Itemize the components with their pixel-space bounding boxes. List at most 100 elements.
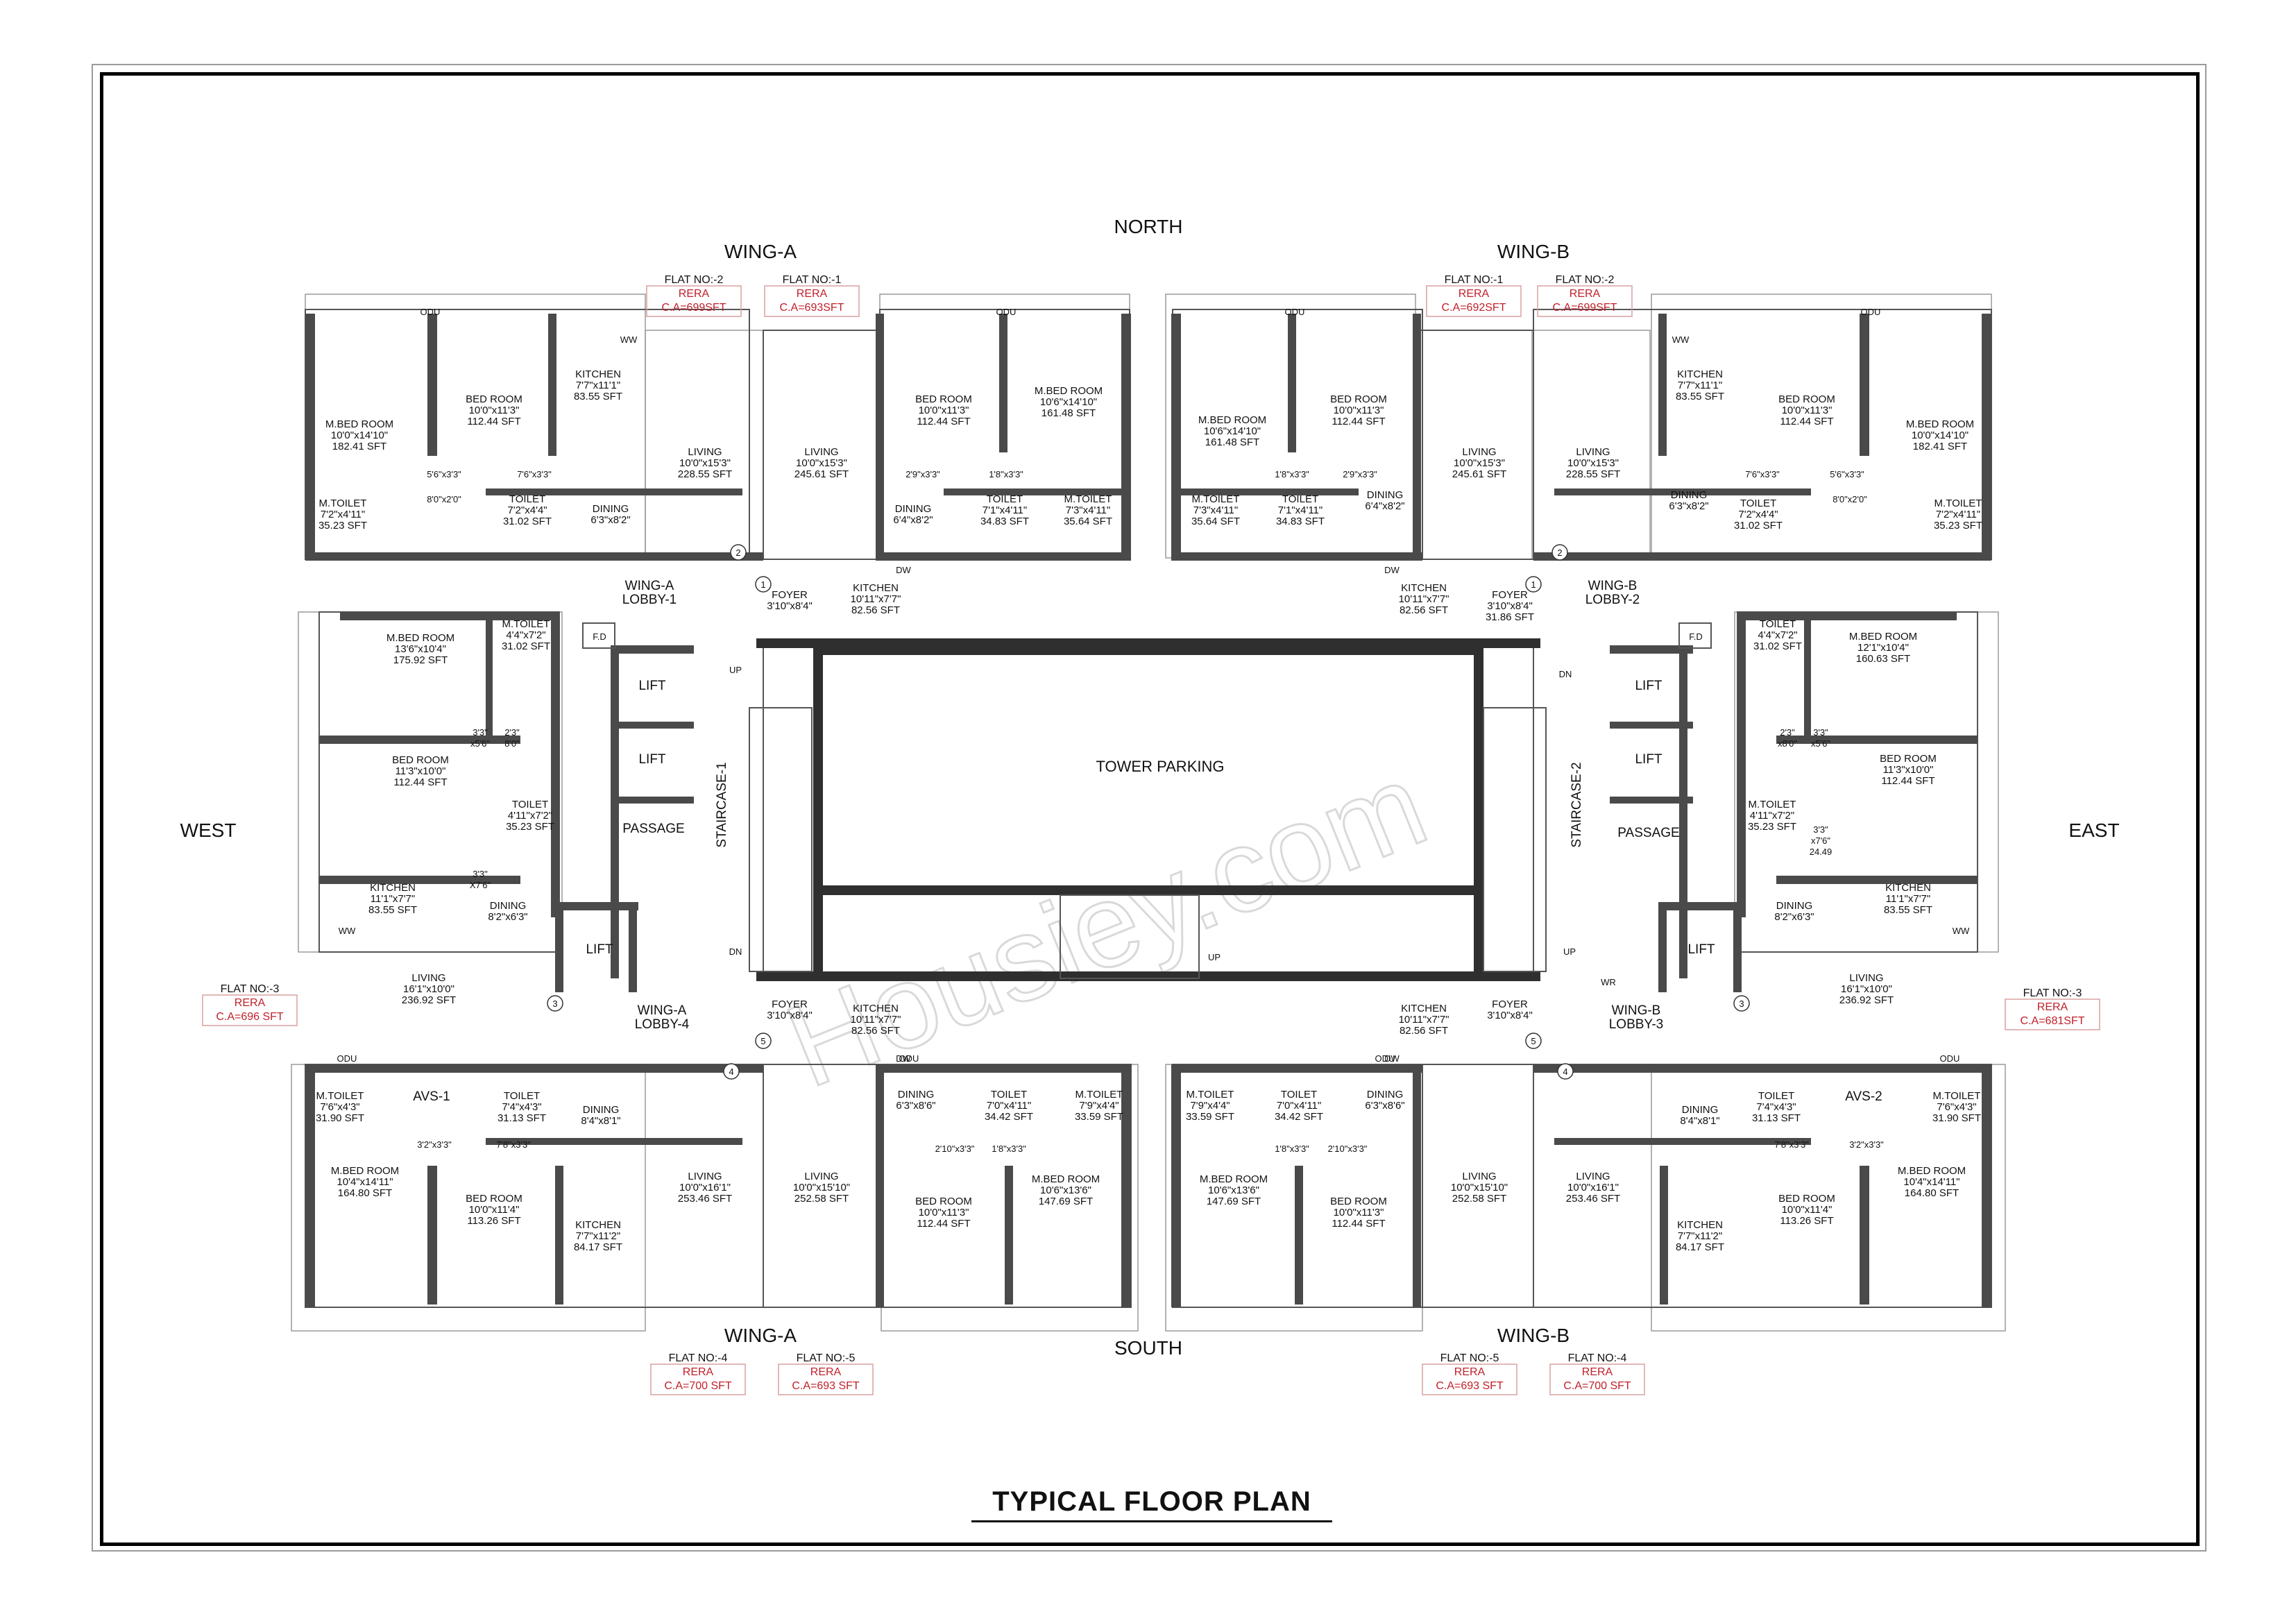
room-label: DINING <box>895 503 932 515</box>
odu-unit-label: ODU <box>1285 307 1305 317</box>
entry-marker-circle <box>1557 1063 1574 1080</box>
room-label: BED ROOM <box>1330 393 1387 405</box>
room-label: BED ROOM <box>1778 1193 1835 1205</box>
room-label: BED ROOM <box>466 393 522 405</box>
dimension-note: x5'6" <box>470 738 490 749</box>
room-label: 10'0"x11'3" <box>1334 405 1384 416</box>
room-label: M.TOILET <box>1749 799 1796 810</box>
rera-label: RERA <box>1582 1366 1613 1378</box>
dishwasher-label: DW <box>1384 1053 1400 1064</box>
room-label: BED ROOM <box>915 393 972 405</box>
room-label: 113.26 SFT <box>1780 1215 1833 1227</box>
drawing-sheet-border <box>92 64 2206 1552</box>
room-label: M.TOILET <box>1187 1089 1234 1101</box>
entry-marker-circle <box>1525 576 1542 593</box>
room-label: FOYER <box>1492 999 1528 1010</box>
room-label: FOYER <box>1492 589 1528 601</box>
room-label: 11'1"x7'7" <box>1886 893 1930 905</box>
dimension-note: 7'6"x3'3" <box>1745 469 1780 479</box>
room-label: 31.02 SFT <box>1753 640 1802 652</box>
room-label: 84.17 SFT <box>574 1241 622 1253</box>
dimension-note: 2'10"x3'3" <box>935 1144 975 1154</box>
room-label: 228.55 SFT <box>678 468 732 480</box>
room-label: BED ROOM <box>1778 393 1835 405</box>
room-label: 33.59 SFT <box>1075 1111 1123 1123</box>
avs-2-label: AVS-2 <box>1845 1089 1882 1104</box>
room-label: M.BED ROOM <box>1898 1165 1966 1177</box>
room-label: 35.64 SFT <box>1191 516 1240 527</box>
room-label: LIVING <box>1576 1171 1610 1182</box>
wing-a-south-flats <box>291 1064 1139 1332</box>
room-label: FOYER <box>772 999 808 1010</box>
carpet-area-label: C.A=693 SFT <box>792 1380 860 1392</box>
entry-marker-circle <box>755 1033 772 1049</box>
room-label: 112.44 SFT <box>917 1218 970 1230</box>
room-label: 10'0"x15'3" <box>1454 457 1505 469</box>
room-label: M.TOILET <box>1064 493 1112 505</box>
lobby-label: LOBBY-2 <box>1585 593 1640 607</box>
dishwasher-label: DW <box>1384 565 1400 575</box>
room-label: 112.44 SFT <box>1332 416 1385 427</box>
dimension-note: 8'0"x2'0" <box>427 494 461 504</box>
room-label: 4'11"x7'2" <box>508 810 552 822</box>
entry-marker-circle <box>1733 995 1750 1012</box>
room-label: 10'0"x15'10" <box>793 1182 850 1193</box>
room-label: KITCHEN <box>1401 1003 1447 1014</box>
room-label: 252.58 SFT <box>794 1193 849 1205</box>
rera-label: RERA <box>2037 1001 2068 1013</box>
room-label: DINING <box>1367 489 1404 501</box>
room-label: 253.46 SFT <box>678 1193 732 1205</box>
dimension-note: 3'2"x3'3" <box>417 1139 452 1150</box>
rera-tag-box <box>1426 285 1522 317</box>
carpet-area-label: C.A=692SFT <box>1442 302 1506 314</box>
room-label: TOILET <box>509 493 545 505</box>
passage-label: PASSAGE <box>1617 826 1679 840</box>
room-label: 147.69 SFT <box>1207 1196 1261 1207</box>
wr-label: WR <box>1601 977 1616 987</box>
north-label: NORTH <box>1114 216 1182 237</box>
odu-unit-label: ODU <box>1375 1053 1395 1064</box>
room-label: 6'3"x8'2" <box>590 514 630 526</box>
room-label: 7'6"x4'3" <box>320 1101 359 1113</box>
rera-tag-box <box>1422 1363 1517 1395</box>
room-label: BED ROOM <box>392 754 449 766</box>
room-label: 7'0"x4'11" <box>987 1100 1031 1112</box>
tower-parking-label: TOWER PARKING <box>1096 758 1225 775</box>
lobby-label: LOBBY-1 <box>622 593 677 607</box>
dimension-note: 8'0" <box>504 738 520 749</box>
dimension-note: 3'3" <box>473 869 488 879</box>
entry-marker-number: 2 <box>1557 547 1562 558</box>
room-label: 82.56 SFT <box>851 1025 900 1037</box>
entry-marker-circle <box>547 995 563 1012</box>
room-label: 7'7"x11'2" <box>1678 1230 1722 1242</box>
room-label: LIVING <box>804 446 838 458</box>
dimension-note: 7'8"x3'3" <box>1774 1139 1809 1150</box>
room-label: 10'6"x13'6" <box>1208 1184 1259 1196</box>
room-label: 112.44 SFT <box>917 416 970 427</box>
dishwasher-label: DW <box>896 565 911 575</box>
lobby-label: LOBBY-3 <box>1609 1017 1664 1032</box>
rera-tag-box <box>202 994 298 1026</box>
staircase-2-label: STAIRCASE-2 <box>1570 762 1584 847</box>
dimension-note: 8'0"x2'0" <box>1832 494 1867 504</box>
core-structure <box>555 622 1742 992</box>
room-label: 10'11"x7'7" <box>1399 593 1449 605</box>
flat-number-label: FLAT NO:-2 <box>665 274 724 286</box>
room-label: TOILET <box>504 1090 540 1102</box>
room-label: 10'0"x11'3" <box>1782 405 1832 416</box>
room-label: 7'4"x4'3" <box>1756 1101 1796 1113</box>
carpet-area-label: C.A=681SFT <box>2021 1015 2085 1027</box>
dimension-note: 1'8"x3'3" <box>1275 1144 1309 1154</box>
east-label: EAST <box>2068 819 2119 841</box>
avs-1-label: AVS-1 <box>413 1089 450 1104</box>
lift-label: LIFT <box>1635 752 1662 767</box>
dimension-note: 2'9"x3'3" <box>905 469 940 479</box>
room-label: 31.86 SFT <box>1486 611 1534 623</box>
room-label: 6'3"x8'6" <box>1365 1100 1404 1112</box>
lift-label: LIFT <box>1687 942 1715 957</box>
carpet-area-label: C.A=700 SFT <box>1563 1380 1631 1392</box>
room-label: 31.13 SFT <box>1752 1112 1801 1124</box>
dimension-note: 2'10"x3'3" <box>1328 1144 1368 1154</box>
room-label: 7'7"x11'1" <box>576 380 620 391</box>
